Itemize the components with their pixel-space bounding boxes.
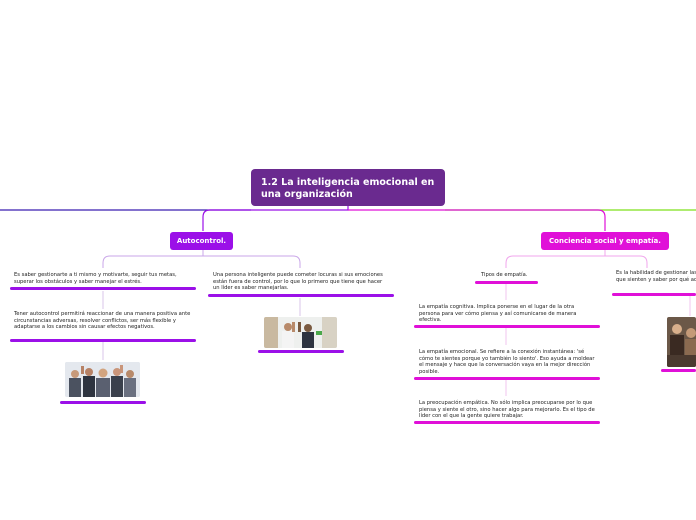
high-five-photo[interactable] [264, 317, 337, 348]
note-habilidad-gestionar[interactable]: Es la habilidad de gestionar las emocion… [612, 270, 696, 283]
team-photo-image [65, 362, 140, 397]
note-underline [414, 377, 600, 380]
root-title: 1.2 La inteligencia emocional en una org… [261, 177, 435, 200]
topic-conciencia-social[interactable]: Conciencia social y empatía. [541, 232, 669, 250]
note-autocontrol-gestionarte[interactable]: Es saber gestionarte a ti mismo y motiva… [14, 272, 196, 285]
note-text: La empatía cognitiva. Implica ponerse en… [419, 304, 577, 324]
group-meeting-photo[interactable] [667, 317, 696, 367]
note-habilidad-gestionar-clip: Es la habilidad de gestionar las emocion… [612, 270, 696, 296]
group-meeting-image [667, 317, 696, 367]
team-celebrating-photo[interactable] [65, 362, 140, 397]
note-text: Tener autocontrol permitirá reaccionar d… [14, 311, 191, 331]
topic-autocontrol[interactable]: Autocontrol. [170, 232, 233, 250]
note-underline [414, 325, 600, 328]
note-underline [10, 339, 196, 342]
note-preocupacion-empatica[interactable]: La preocupación empática. No sólo implic… [419, 400, 596, 420]
photo-underline [661, 369, 696, 372]
note-autocontrol-persona-inteligente[interactable]: Una persona inteligente puede cometer lo… [213, 272, 388, 292]
note-text: Una persona inteligente puede cometer lo… [213, 272, 383, 292]
note-underline [10, 287, 196, 290]
note-text: Es saber gestionarte a ti mismo y motiva… [14, 272, 177, 285]
photo-underline [258, 350, 344, 353]
note-underline [612, 293, 696, 296]
high-five-image [264, 317, 337, 348]
note-autocontrol-reaccionar[interactable]: Tener autocontrol permitirá reaccionar d… [14, 311, 196, 331]
photo-underline [60, 401, 146, 404]
note-text: La empatía emocional. Se refiere a la co… [419, 349, 595, 375]
note-underline [208, 294, 394, 297]
note-underline [414, 421, 600, 424]
root-topic[interactable]: 1.2 La inteligencia emocional en una org… [251, 169, 445, 206]
note-text: Es la habilidad de gestionar las emocion… [616, 270, 696, 283]
note-text: La preocupación empática. No sólo implic… [419, 400, 595, 420]
topic-autocontrol-label: Autocontrol. [176, 237, 227, 245]
note-tipos-de-empatia[interactable]: Tipos de empatía. [481, 272, 541, 279]
note-empatia-emocional[interactable]: La empatía emocional. Se refiere a la co… [419, 349, 596, 375]
note-text: Tipos de empatía. [481, 272, 528, 278]
note-empatia-cognitiva[interactable]: La empatía cognitiva. Implica ponerse en… [419, 304, 596, 324]
note-underline [475, 281, 538, 284]
topic-conciencia-label: Conciencia social y empatía. [549, 237, 661, 245]
